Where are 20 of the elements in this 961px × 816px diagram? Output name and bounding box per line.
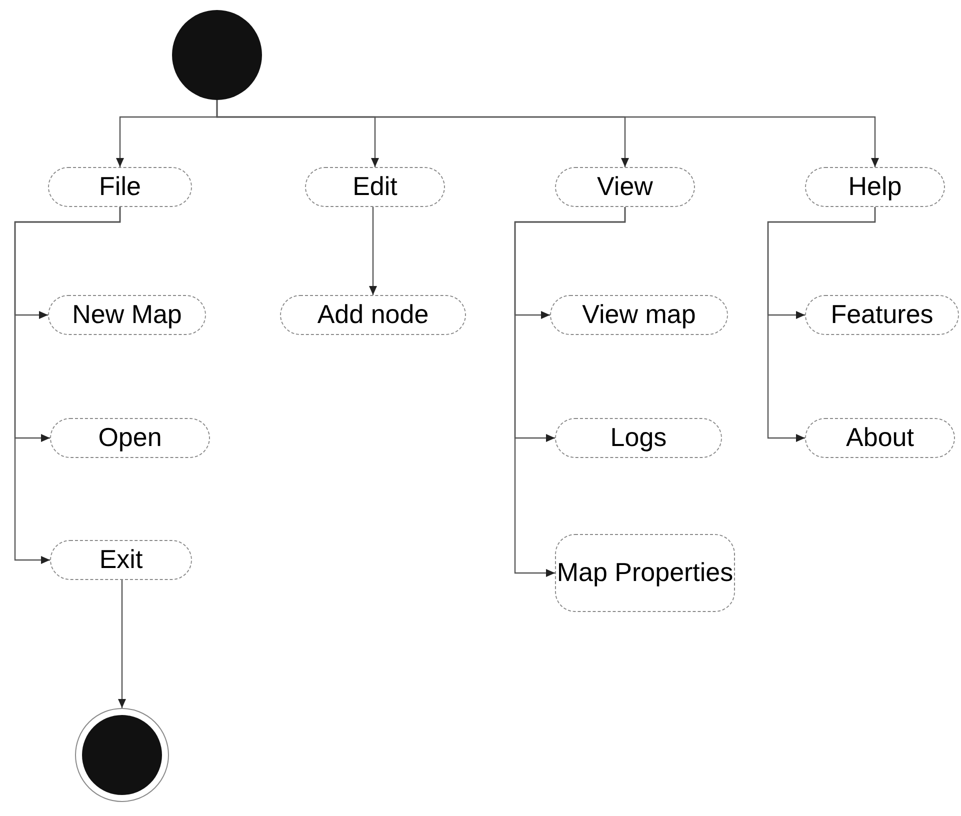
state-label: File xyxy=(99,172,141,202)
arrow xyxy=(216,100,879,167)
state-box xyxy=(555,534,735,612)
state-label: View xyxy=(597,172,653,202)
state-label: Map Properties xyxy=(556,558,734,588)
state-label: Open xyxy=(98,423,162,453)
state-label: Edit xyxy=(352,172,398,202)
state-label: View map xyxy=(582,300,696,330)
state-label: Help xyxy=(848,172,902,202)
state-label: Logs xyxy=(610,423,667,453)
arrow xyxy=(14,207,121,564)
arrow xyxy=(369,207,377,295)
arrow xyxy=(767,207,876,442)
state-label: Features xyxy=(830,300,934,330)
state-label: Exit xyxy=(99,545,143,575)
state-label: New Map xyxy=(72,300,182,330)
state-label: About xyxy=(846,423,914,453)
arrow xyxy=(514,207,626,577)
arrow xyxy=(118,580,126,708)
state-label: Add node xyxy=(317,300,429,330)
